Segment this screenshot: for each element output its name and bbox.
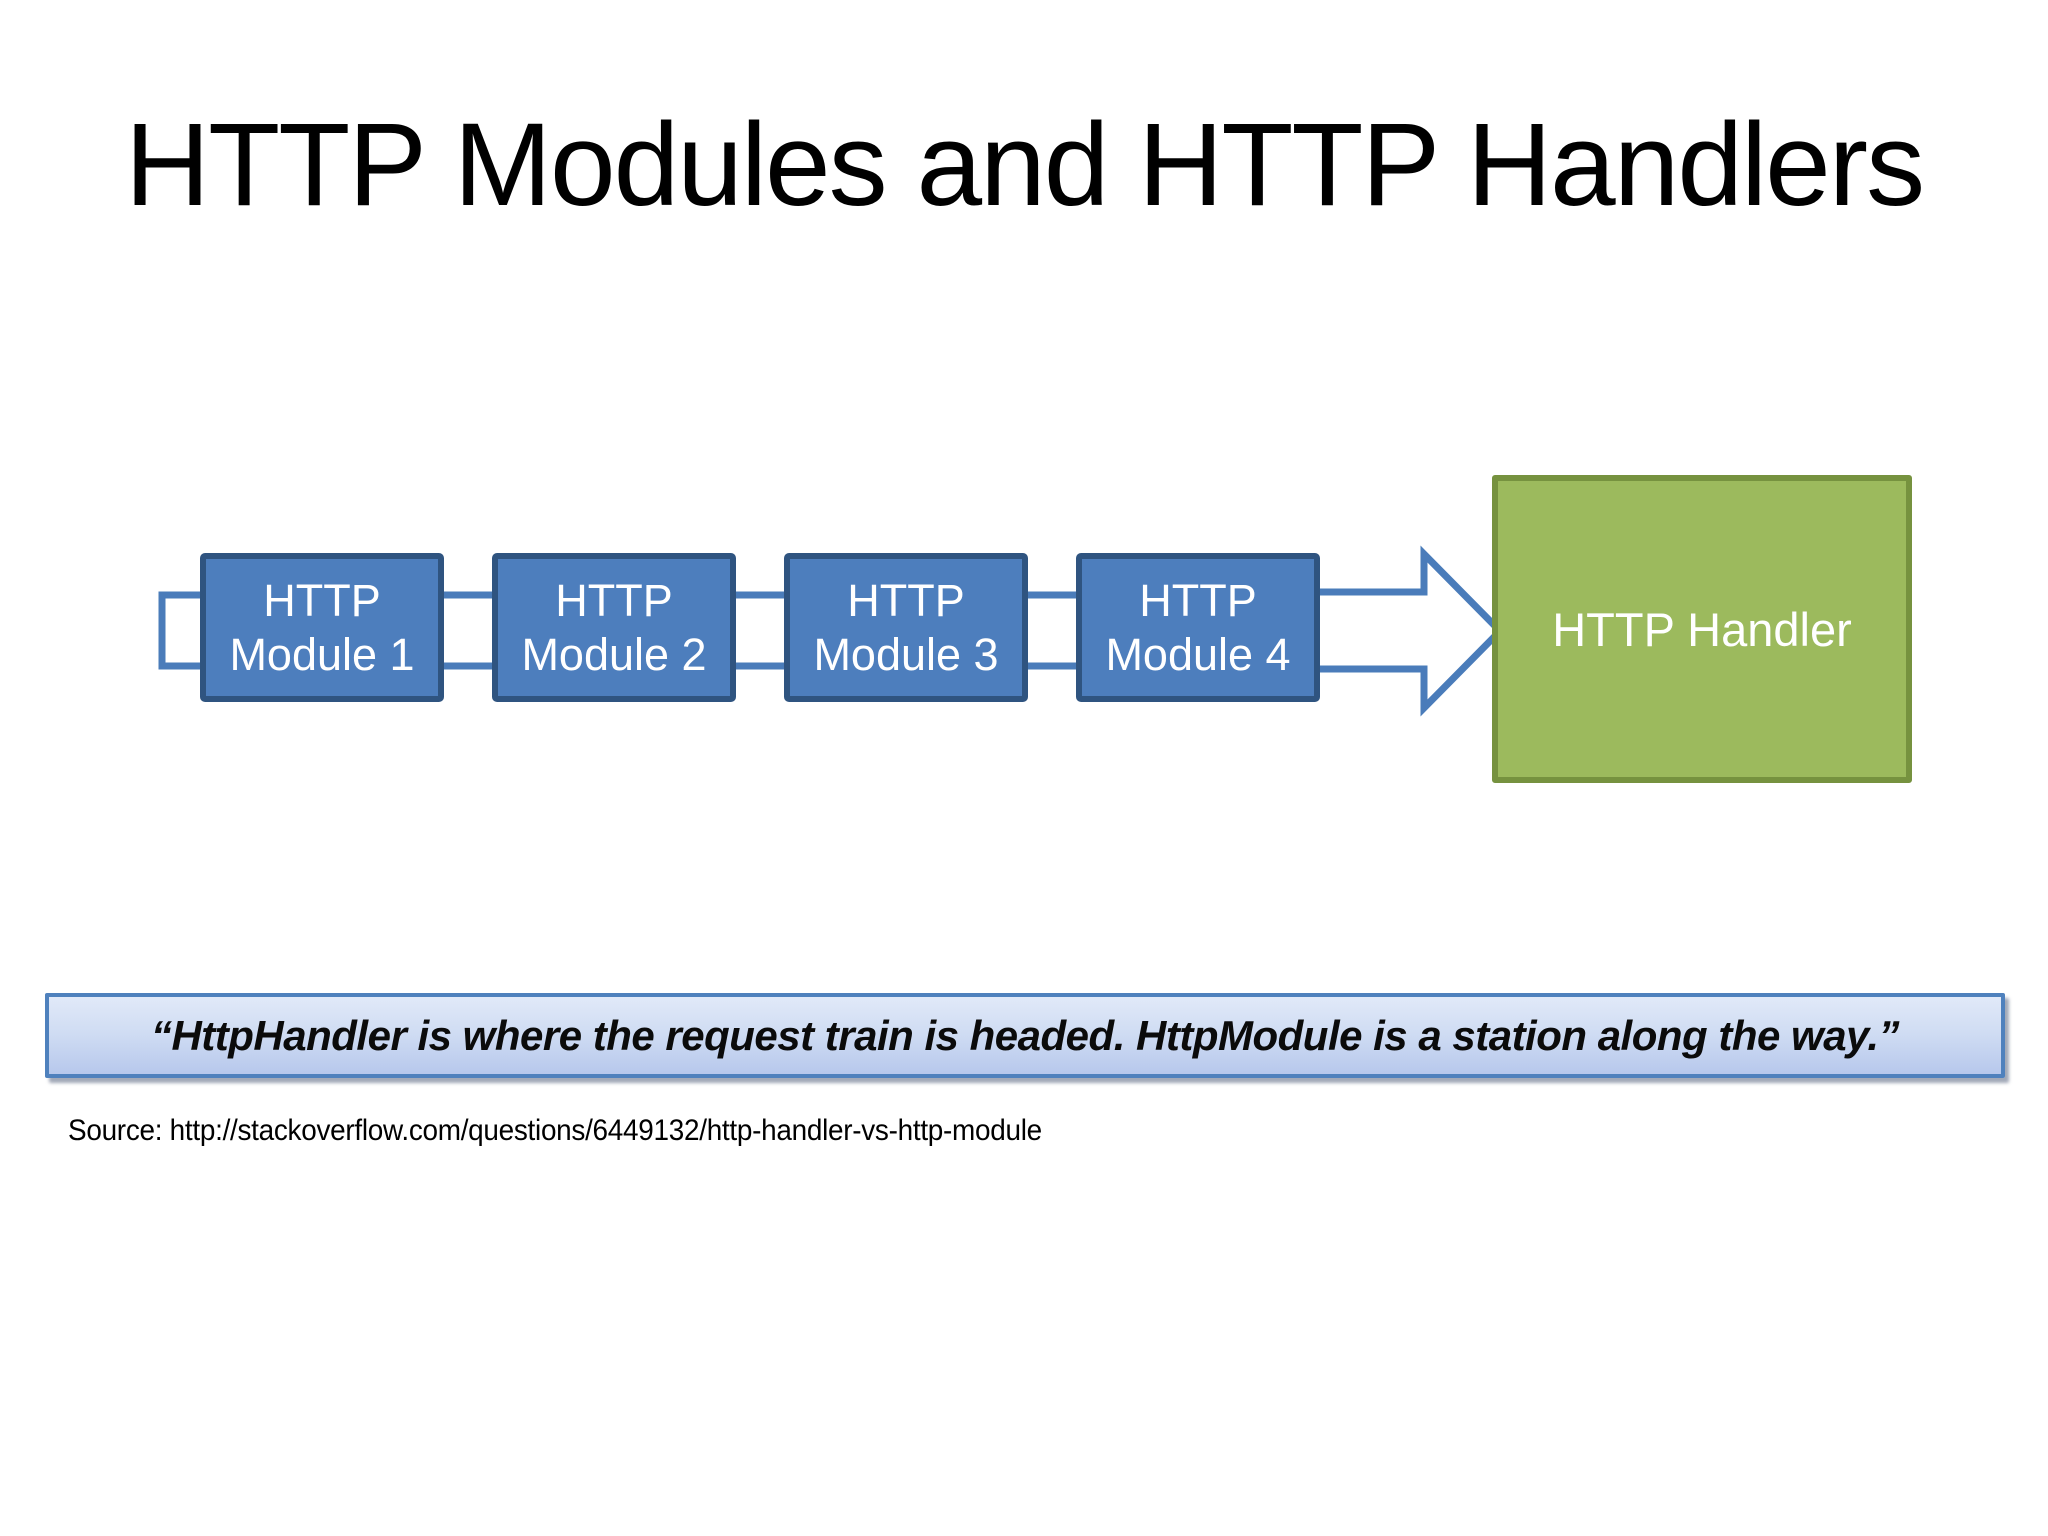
module-2-line1: HTTP (555, 575, 673, 627)
http-handler-label: HTTP Handler (1552, 602, 1852, 656)
quote-text: “HttpHandler is where the request train … (150, 1011, 1900, 1059)
module-2-line2: Module 2 (521, 628, 707, 680)
page-title: HTTP Modules and HTTP Handlers (124, 99, 1925, 231)
http-handler-box: HTTP Handler (1492, 475, 1912, 783)
module-3-line2: Module 3 (813, 628, 999, 680)
module-3-line1: HTTP (847, 575, 965, 627)
module-4-line2: Module 4 (1105, 628, 1291, 680)
module-1-line1: HTTP (263, 575, 381, 627)
entry-bracket-icon (158, 591, 200, 670)
module-box-2: HTTP Module 2 (492, 553, 736, 702)
source-text: Source: http://stackoverflow.com/questio… (68, 1114, 1042, 1147)
module-box-3: HTTP Module 3 (784, 553, 1028, 702)
right-block-arrow-icon (1320, 545, 1505, 717)
module-box-1: HTTP Module 1 (200, 553, 444, 702)
module-1-line2: Module 1 (229, 628, 415, 680)
module-box-4: HTTP Module 4 (1076, 553, 1320, 702)
quote-box: “HttpHandler is where the request train … (45, 993, 2005, 1078)
module-4-line1: HTTP (1139, 575, 1257, 627)
